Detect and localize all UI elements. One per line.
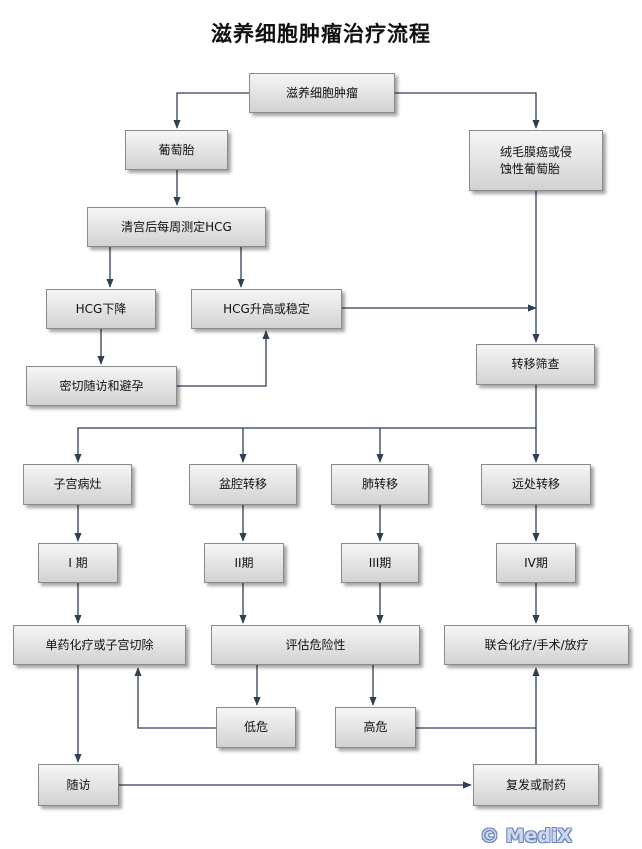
node-relapse: 复发或耐药 xyxy=(473,764,599,806)
node-hcg-down: HCG下降 xyxy=(46,289,156,329)
node-combined-therapy: 联合化疗/手术/放疗 xyxy=(444,625,629,665)
diagram-title: 滋养细胞肿瘤治疗流程 xyxy=(211,21,431,46)
node-weekly-hcg: 清宫后每周测定HCG xyxy=(87,207,266,247)
node-high-risk: 高危 xyxy=(335,707,416,748)
node-pelvic: 盆腔转移 xyxy=(189,464,297,505)
watermark-logo: © MediX xyxy=(480,825,573,847)
node-distant: 远处转移 xyxy=(481,464,591,505)
node-risk-assessment: 评估危险性 xyxy=(211,625,420,665)
node-stage-4: IV期 xyxy=(496,543,576,583)
node-uterine: 子宫病灶 xyxy=(23,464,132,505)
node-lung: 肺转移 xyxy=(331,464,429,505)
node-hcg-up: HCG升高或稳定 xyxy=(191,289,342,329)
edge-screen-branch xyxy=(74,385,537,463)
node-metastasis-screen: 转移筛查 xyxy=(476,344,595,385)
node-stage-2: II期 xyxy=(204,543,284,583)
edge-root-mole xyxy=(173,92,249,129)
node-root: 滋养细胞肿瘤 xyxy=(249,73,395,113)
node-single-drug: 单药化疗或子宫切除 xyxy=(13,625,186,665)
edge-root-chorio xyxy=(395,92,540,129)
node-followup-contraception: 密切随访和避孕 xyxy=(26,366,177,406)
node-stage-3: III期 xyxy=(341,543,419,583)
node-chorio: 绒毛膜癌或侵 蚀性葡萄胎 xyxy=(469,130,603,191)
node-followup: 随访 xyxy=(38,764,119,806)
node-mole: 葡萄胎 xyxy=(125,130,228,170)
edge-low-single xyxy=(134,667,216,729)
node-stage-1: I 期 xyxy=(38,543,118,583)
node-low-risk: 低危 xyxy=(216,707,296,748)
edge-contra-up xyxy=(177,330,270,387)
